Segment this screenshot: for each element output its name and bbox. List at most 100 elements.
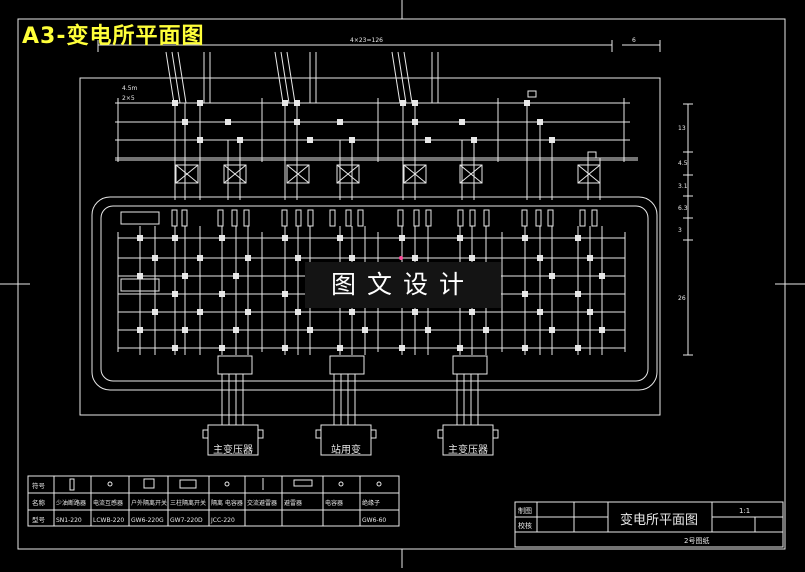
legend-model-4: JCC-220	[210, 517, 235, 524]
equipment-node	[425, 327, 431, 333]
equipment-node	[307, 327, 313, 333]
equipment-node	[587, 255, 593, 261]
equipment-node	[469, 255, 475, 261]
legend-name-4: 隔离 电容器	[211, 499, 243, 507]
equipment-node	[197, 309, 203, 315]
equipment-node	[282, 291, 288, 297]
equipment-node	[282, 345, 288, 351]
equipment-node	[537, 119, 543, 125]
dim-right-1: 13	[678, 125, 686, 132]
dim-right-3: 3.1	[678, 183, 688, 190]
equipment-node	[349, 309, 355, 315]
equipment-node	[152, 309, 158, 315]
equipment-node	[307, 137, 313, 143]
legend-name-3: 三柱隔离开关	[170, 499, 206, 507]
label-main-transformer-2: 主变压器	[448, 443, 488, 456]
legend-name-0: 少油断路器	[56, 499, 86, 507]
dim-top-right: 6	[632, 37, 636, 44]
equipment-node	[182, 119, 188, 125]
main-transformer-1-box	[207, 424, 259, 456]
equipment-node	[425, 137, 431, 143]
equipment-node	[219, 345, 225, 351]
substation-fence	[79, 77, 661, 416]
watermark-label: 图文设计	[305, 262, 501, 308]
left-cabinet	[120, 211, 160, 225]
equipment-node	[412, 100, 418, 106]
equipment-node	[219, 235, 225, 241]
dim-right-6: 26	[678, 295, 686, 302]
legend-name-2: 户外隔离开关	[131, 499, 167, 507]
aux-transformer-box	[320, 424, 372, 456]
equipment-node	[549, 137, 555, 143]
legend-model-3: GW7-220D	[170, 517, 203, 524]
equipment-node	[337, 345, 343, 351]
tb-drawing-name: 变电所平面图	[620, 512, 698, 528]
equipment-node	[294, 100, 300, 106]
equipment-node	[197, 255, 203, 261]
perimeter-road-inner	[100, 205, 649, 382]
perimeter-road-outer	[91, 196, 658, 391]
legend-name-6: 避雷器	[284, 499, 302, 507]
equipment-node	[457, 345, 463, 351]
tb-design-label: 制图	[518, 506, 532, 515]
equipment-node	[137, 327, 143, 333]
equipment-node	[457, 235, 463, 241]
equipment-node	[537, 309, 543, 315]
equipment-node	[172, 235, 178, 241]
equipment-node	[575, 291, 581, 297]
equipment-node	[549, 273, 555, 279]
crosshair-origin	[399, 256, 403, 260]
equipment-node	[295, 255, 301, 261]
equipment-node	[549, 327, 555, 333]
legend-header-model: 型号	[32, 515, 46, 524]
equipment-node	[225, 119, 231, 125]
equipment-node	[294, 119, 300, 125]
equipment-node	[469, 309, 475, 315]
equipment-node	[137, 273, 143, 279]
equipment-node	[522, 291, 528, 297]
dim-right-4: 6.3	[678, 205, 688, 212]
label-aux-transformer: 站用变	[331, 443, 361, 456]
equipment-node	[233, 273, 239, 279]
equipment-node	[483, 327, 489, 333]
equipment-node	[362, 327, 368, 333]
equipment-node	[237, 137, 243, 143]
equipment-node	[575, 345, 581, 351]
equipment-node	[400, 100, 406, 106]
equipment-node	[282, 100, 288, 106]
legend-table	[27, 475, 400, 527]
marker-top-right	[527, 90, 537, 98]
transformer-feeders	[217, 355, 488, 425]
legend-model-1: LCWB-220	[93, 517, 124, 524]
legend-model-0: SN1-220	[56, 517, 82, 524]
equipment-node	[219, 291, 225, 297]
equipment-node	[587, 309, 593, 315]
equipment-node	[245, 255, 251, 261]
equipment-node	[172, 345, 178, 351]
legend-model-8: GW6-60	[362, 517, 386, 524]
legend-name-5: 交流避雷器	[247, 499, 277, 507]
equipment-node	[522, 345, 528, 351]
marker-right-bus	[587, 151, 597, 159]
equipment-node	[182, 273, 188, 279]
dim-right-5: 3	[678, 227, 682, 234]
equipment-node	[182, 327, 188, 333]
tb-scale: 1:1	[739, 507, 750, 515]
equipment-node	[412, 255, 418, 261]
breaker-boxes	[175, 164, 601, 184]
equipment-nodes	[137, 100, 605, 351]
equipment-node	[337, 235, 343, 241]
equipment-node	[233, 327, 239, 333]
outdoor-220kv-bus	[115, 98, 638, 162]
title-block	[514, 501, 784, 548]
equipment-node	[537, 255, 543, 261]
dim-right-2: 4.5	[678, 160, 688, 167]
equipment-node	[522, 235, 528, 241]
legend-name-8: 绝缘子	[362, 499, 380, 507]
equipment-node	[197, 100, 203, 106]
equipment-node	[197, 137, 203, 143]
equipment-node	[459, 119, 465, 125]
equipment-node	[137, 235, 143, 241]
main-transformer-2-box	[442, 424, 494, 456]
